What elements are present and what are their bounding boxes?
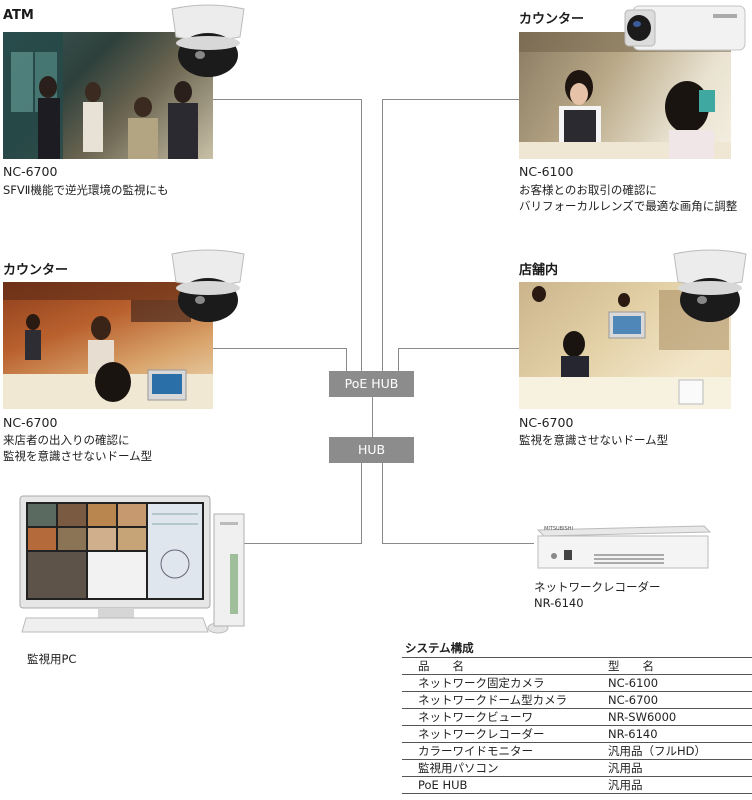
header-product: 品 名 <box>418 659 464 673</box>
link-store-h <box>398 348 520 349</box>
counter-right-desc-1: お客様とのお取引の確認に <box>519 183 657 197</box>
atm-model: NC-6700 <box>3 164 58 179</box>
link-pc-v <box>361 463 362 544</box>
row-product: カラーワイドモニター <box>418 744 533 758</box>
link-counter-right-h <box>382 99 520 100</box>
atm-desc-1: SFVⅡ機能で逆光環境の監視にも <box>3 183 169 197</box>
counter-right-model: NC-6100 <box>519 164 574 179</box>
atm-dome-camera <box>170 3 246 81</box>
store-model: NC-6700 <box>519 415 574 430</box>
row-model: NC-6700 <box>608 693 659 707</box>
store-dome-camera <box>672 248 748 326</box>
table-row: ネットワーク固定カメラ NC-6100 <box>402 675 752 692</box>
table-row: PoE HUB 汎用品 <box>402 777 752 794</box>
recorder-brand: MITSUBISHI <box>544 526 573 532</box>
counter-right-title: カウンター <box>519 12 585 27</box>
system-table-header: 品 名 型 名 <box>402 657 752 675</box>
table-row: 監視用パソコン 汎用品 <box>402 760 752 777</box>
atm-title: ATM <box>3 8 34 23</box>
counter-left-dome-camera <box>170 248 246 326</box>
row-model: 汎用品（フルHD） <box>608 744 707 758</box>
link-atm-v <box>361 99 362 371</box>
link-recorder-h <box>382 543 534 544</box>
recorder-label-2: NR-6140 <box>534 596 584 610</box>
monitoring-pc <box>18 494 248 636</box>
link-pc-h <box>240 543 362 544</box>
atm-scene-image <box>3 32 198 159</box>
link-store-v <box>398 348 399 371</box>
row-model: 汎用品 <box>608 761 643 775</box>
row-product: ネットワーク固定カメラ <box>418 676 545 690</box>
counter-right-desc-2: バリフォーカルレンズで最適な画角に調整 <box>519 199 738 213</box>
header-model: 型 名 <box>608 659 654 673</box>
table-row: ネットワークビューワ NR-SW6000 <box>402 709 752 726</box>
recorder-label-1: ネットワークレコーダー <box>534 580 661 594</box>
hub-box: HUB <box>329 437 414 463</box>
counter-left-photo <box>3 282 213 409</box>
link-poe-hub <box>372 397 373 437</box>
row-model: NC-6100 <box>608 676 659 690</box>
store-title: 店舗内 <box>519 263 559 278</box>
pc-label: 監視用PC <box>27 652 77 666</box>
row-product: ネットワークビューワ <box>418 710 533 724</box>
system-table: 品 名 型 名 ネットワーク固定カメラ NC-6100 ネットワークドーム型カメラ… <box>402 657 752 794</box>
store-desc-1: 監視を意識させないドーム型 <box>519 433 669 447</box>
row-model: NR-SW6000 <box>608 710 677 724</box>
system-title: システム構成 <box>405 641 474 655</box>
counter-left-title: カウンター <box>3 263 69 278</box>
link-counter-left-v <box>346 348 347 371</box>
office-scene-image <box>519 286 731 409</box>
network-recorder: MITSUBISHI <box>534 520 712 570</box>
row-product: 監視用パソコン <box>418 761 499 775</box>
table-row: ネットワークレコーダー NR-6140 <box>402 726 752 743</box>
lobby-scene-image <box>3 282 213 409</box>
poe-hub-box: PoE HUB <box>329 371 414 397</box>
atm-photo <box>3 32 213 159</box>
counter-left-model: NC-6700 <box>3 415 58 430</box>
link-atm-h <box>213 99 362 100</box>
counter-left-desc-2: 監視を意識させないドーム型 <box>3 449 153 463</box>
row-product: PoE HUB <box>418 778 468 792</box>
link-counter-right-v <box>382 99 383 371</box>
table-row: カラーワイドモニター 汎用品（フルHD） <box>402 743 752 760</box>
recorder-image <box>536 525 712 569</box>
counter-left-desc-1: 来店者の出入りの確認に <box>3 433 130 447</box>
table-row: ネットワークドーム型カメラ NC-6700 <box>402 692 752 709</box>
link-recorder-v <box>382 463 383 544</box>
row-product: ネットワークドーム型カメラ <box>418 693 568 707</box>
row-model: 汎用品 <box>608 778 643 792</box>
link-counter-left-h <box>213 348 347 349</box>
row-model: NR-6140 <box>608 727 658 741</box>
pc-image <box>19 495 245 634</box>
row-product: ネットワークレコーダー <box>418 727 545 741</box>
counter-right-box-camera <box>623 2 747 58</box>
